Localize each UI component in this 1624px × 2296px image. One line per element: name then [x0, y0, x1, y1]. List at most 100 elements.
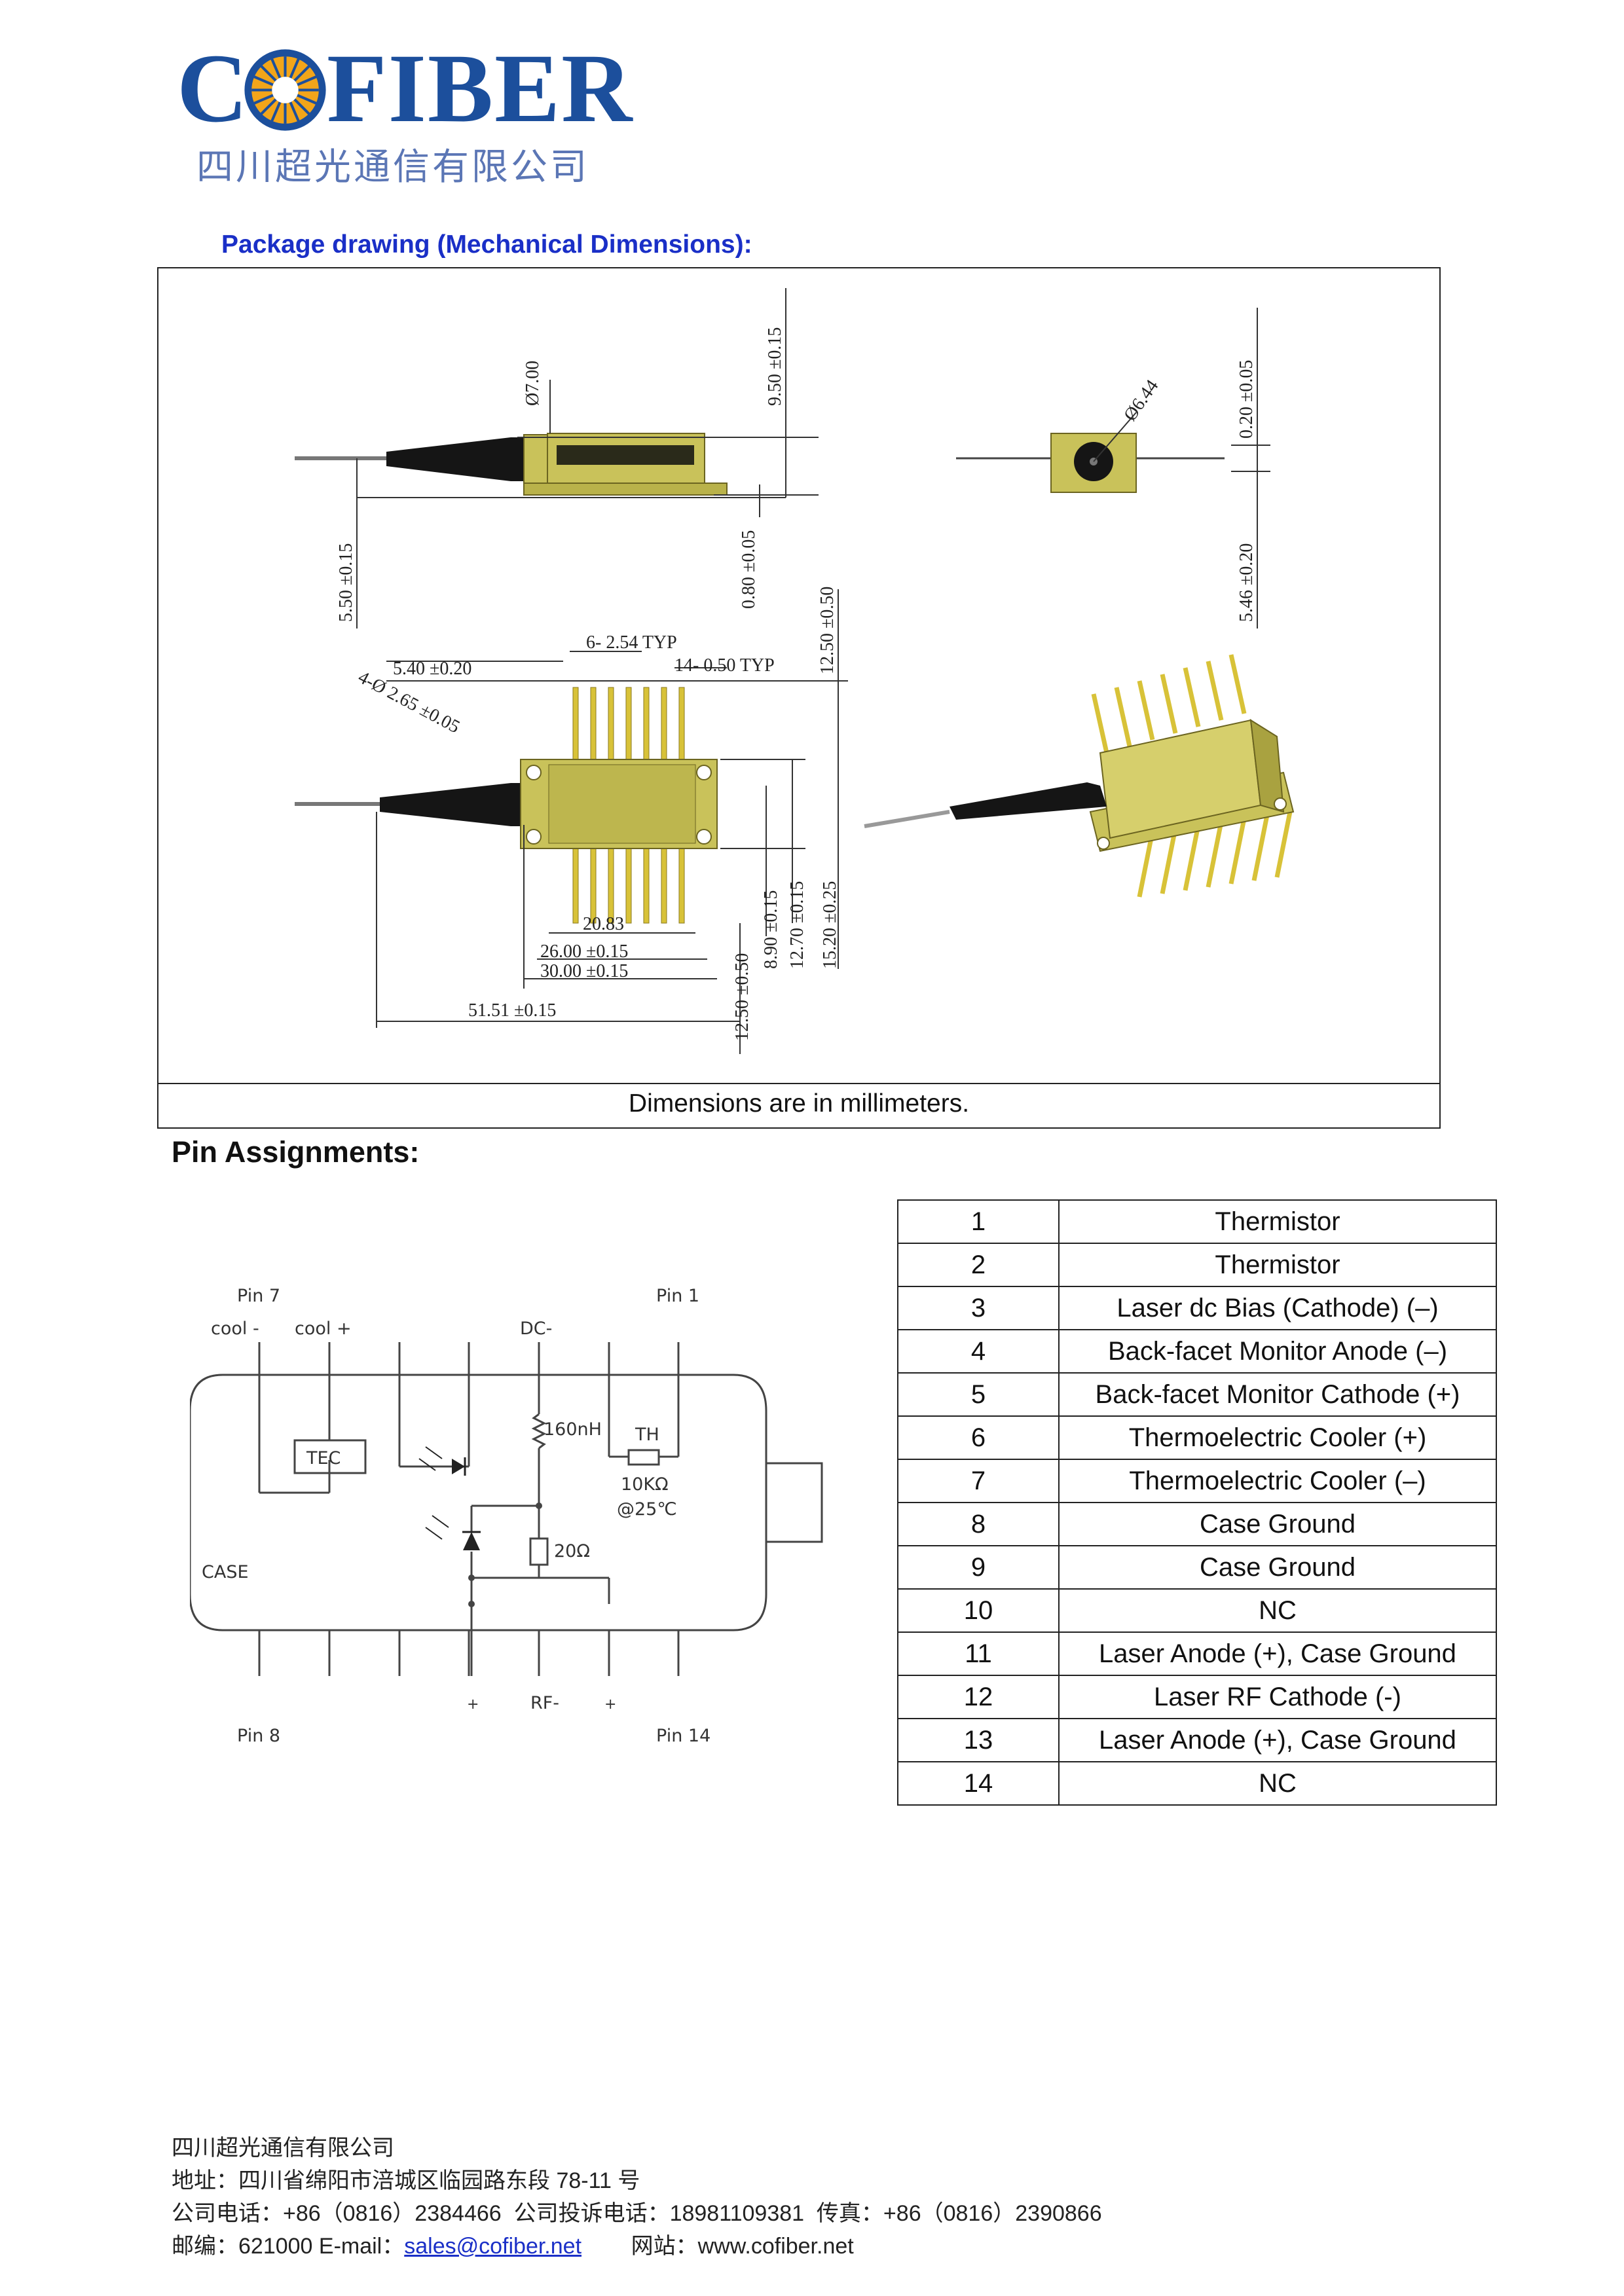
pin-function-cell: Laser dc Bias (Cathode) (–): [1058, 1286, 1497, 1330]
label-plus-right: +: [604, 1696, 616, 1713]
dim-5-46: 5.46 ±0.20: [1236, 543, 1257, 622]
dim-pin-width: 14- 0.50 TYP: [674, 655, 775, 676]
footer-phones: 公司电话：+86（0816）2384466 公司投诉电话：18981109381…: [172, 2201, 1102, 2226]
label-th-value: 10KΩ: [621, 1474, 669, 1495]
mechanical-drawing: Ø7.00 9.50 ±0.15 5.50 ±0.15 0.80 ±0.05 Ø…: [295, 288, 1295, 1054]
dim-12-50-top: 12.50 ±0.50: [817, 587, 838, 674]
footer-website: 网站：www.cofiber.net: [581, 2234, 854, 2259]
pin-number-cell: 11: [897, 1631, 1060, 1676]
pin-number-cell: 13: [897, 1718, 1060, 1762]
logo-company-name: 四川超光通信有限公司: [196, 146, 589, 189]
pin-number-cell: 3: [897, 1286, 1060, 1330]
top-view: 5.40 ±0.20 6- 2.54 TYP 14- 0.50 TYP 4-Ø …: [295, 587, 848, 1054]
pin-number-cell: 5: [897, 1372, 1060, 1417]
label-tec: TEC: [306, 1448, 341, 1468]
dim-26-00: 26.00 ±0.15: [540, 941, 628, 962]
dim-0-80: 0.80 ±0.05: [739, 530, 759, 609]
dim-51-51: 51.51 ±0.15: [468, 1000, 556, 1021]
pin-function-cell: Back-facet Monitor Cathode (+): [1058, 1372, 1497, 1417]
pin-function-cell: Thermistor: [1058, 1243, 1497, 1287]
pin-function-cell: Thermistor: [1058, 1199, 1497, 1244]
pin-function-cell: NC: [1058, 1588, 1497, 1633]
label-th-temp: @25℃: [617, 1499, 677, 1520]
label-resistor: 20Ω: [554, 1541, 590, 1561]
pin-schematic: Pin 7 Pin 1 cool - cool + DC-: [190, 1286, 823, 1746]
dim-8-90: 8.90 ±0.15: [761, 890, 781, 969]
pin-function-cell: Laser Anode (+), Case Ground: [1058, 1631, 1497, 1676]
footer: 四川超光通信有限公司 地址：四川省绵阳市涪城区临园路东段 78-11 号 公司电…: [172, 2132, 1102, 2263]
pin-number-cell: 10: [897, 1588, 1060, 1633]
pin-number-cell: 7: [897, 1459, 1060, 1503]
drawing-divider: [157, 1083, 1441, 1084]
drawing-caption: Dimensions are in millimeters.: [628, 1089, 970, 1118]
pin-function-cell: Back-facet Monitor Anode (–): [1058, 1329, 1497, 1374]
pin-number-cell: 14: [897, 1761, 1060, 1806]
label-rf-minus: RF-: [530, 1693, 559, 1713]
footer-contact: 邮编：621000 E-mail：sales@cofiber.net 网站：ww…: [172, 2230, 1102, 2263]
dim-d6-44: Ø6.44: [1120, 376, 1162, 425]
dim-5-50: 5.50 ±0.15: [336, 543, 356, 622]
pin-assignments-title: Pin Assignments:: [172, 1135, 420, 1169]
footer-address: 地址：四川省绵阳市涪城区临园路东段 78-11 号: [172, 2168, 640, 2193]
drawing-frame: [157, 267, 1441, 1129]
footer-company: 四川超光通信有限公司: [172, 2136, 394, 2160]
dim-d7: Ø7.00: [523, 361, 543, 406]
dim-15-20: 15.20 ±0.25: [820, 881, 840, 969]
isometric-view: [864, 654, 1295, 898]
package-drawing-title: Package drawing (Mechanical Dimensions):: [221, 230, 752, 259]
label-pin7: Pin 7: [237, 1286, 280, 1306]
pin-function-cell: Laser Anode (+), Case Ground: [1058, 1718, 1497, 1762]
dim-5-40: 5.40 ±0.20: [393, 659, 471, 679]
label-inductor: 160nH: [544, 1419, 602, 1440]
pin-number-cell: 8: [897, 1502, 1060, 1546]
dim-9-50: 9.50 ±0.15: [765, 327, 785, 406]
end-view: Ø6.44 0.20 ±0.05 5.46 ±0.20: [956, 308, 1270, 629]
label-cool-plus: cool +: [295, 1319, 352, 1339]
pin-number-cell: 4: [897, 1329, 1060, 1374]
pin-number-cell: 9: [897, 1545, 1060, 1590]
pin-number-cell: 6: [897, 1415, 1060, 1460]
pin-function-cell: Thermoelectric Cooler (+): [1058, 1415, 1497, 1460]
pin-function-cell: NC: [1058, 1761, 1497, 1806]
pin-number-cell: 1: [897, 1199, 1060, 1244]
dim-0-20: 0.20 ±0.05: [1236, 360, 1257, 439]
pin-function-cell: Case Ground: [1058, 1502, 1497, 1546]
label-pin14: Pin 14: [656, 1726, 710, 1746]
label-pin8: Pin 8: [237, 1726, 280, 1746]
label-plus-left: +: [467, 1696, 479, 1713]
pin-number-cell: 12: [897, 1675, 1060, 1719]
pin-function-cell: Laser RF Cathode (-): [1058, 1675, 1497, 1719]
label-cool-minus: cool -: [211, 1319, 259, 1339]
label-case: CASE: [202, 1562, 249, 1582]
dim-20-83: 20.83: [583, 914, 624, 934]
side-view: Ø7.00 9.50 ±0.15 5.50 ±0.15 0.80 ±0.05: [295, 288, 819, 629]
label-th: TH: [635, 1425, 659, 1445]
pin-number-cell: 2: [897, 1243, 1060, 1287]
dim-30-00: 30.00 ±0.15: [540, 961, 628, 981]
dim-12-50-bot: 12.50 ±0.50: [732, 953, 752, 1041]
company-logo: COFIBER 四川超光通信有限公司: [177, 39, 632, 189]
footer-postcode-email-label: 邮编：621000 E-mail：: [172, 2234, 405, 2259]
pin-function-cell: Case Ground: [1058, 1545, 1497, 1590]
dim-12-70: 12.70 ±0.15: [787, 881, 807, 969]
sun-icon: [244, 49, 326, 131]
email-link[interactable]: sales@cofiber.net: [404, 2234, 582, 2259]
pin-function-cell: Thermoelectric Cooler (–): [1058, 1459, 1497, 1503]
label-pin1: Pin 1: [656, 1286, 699, 1306]
